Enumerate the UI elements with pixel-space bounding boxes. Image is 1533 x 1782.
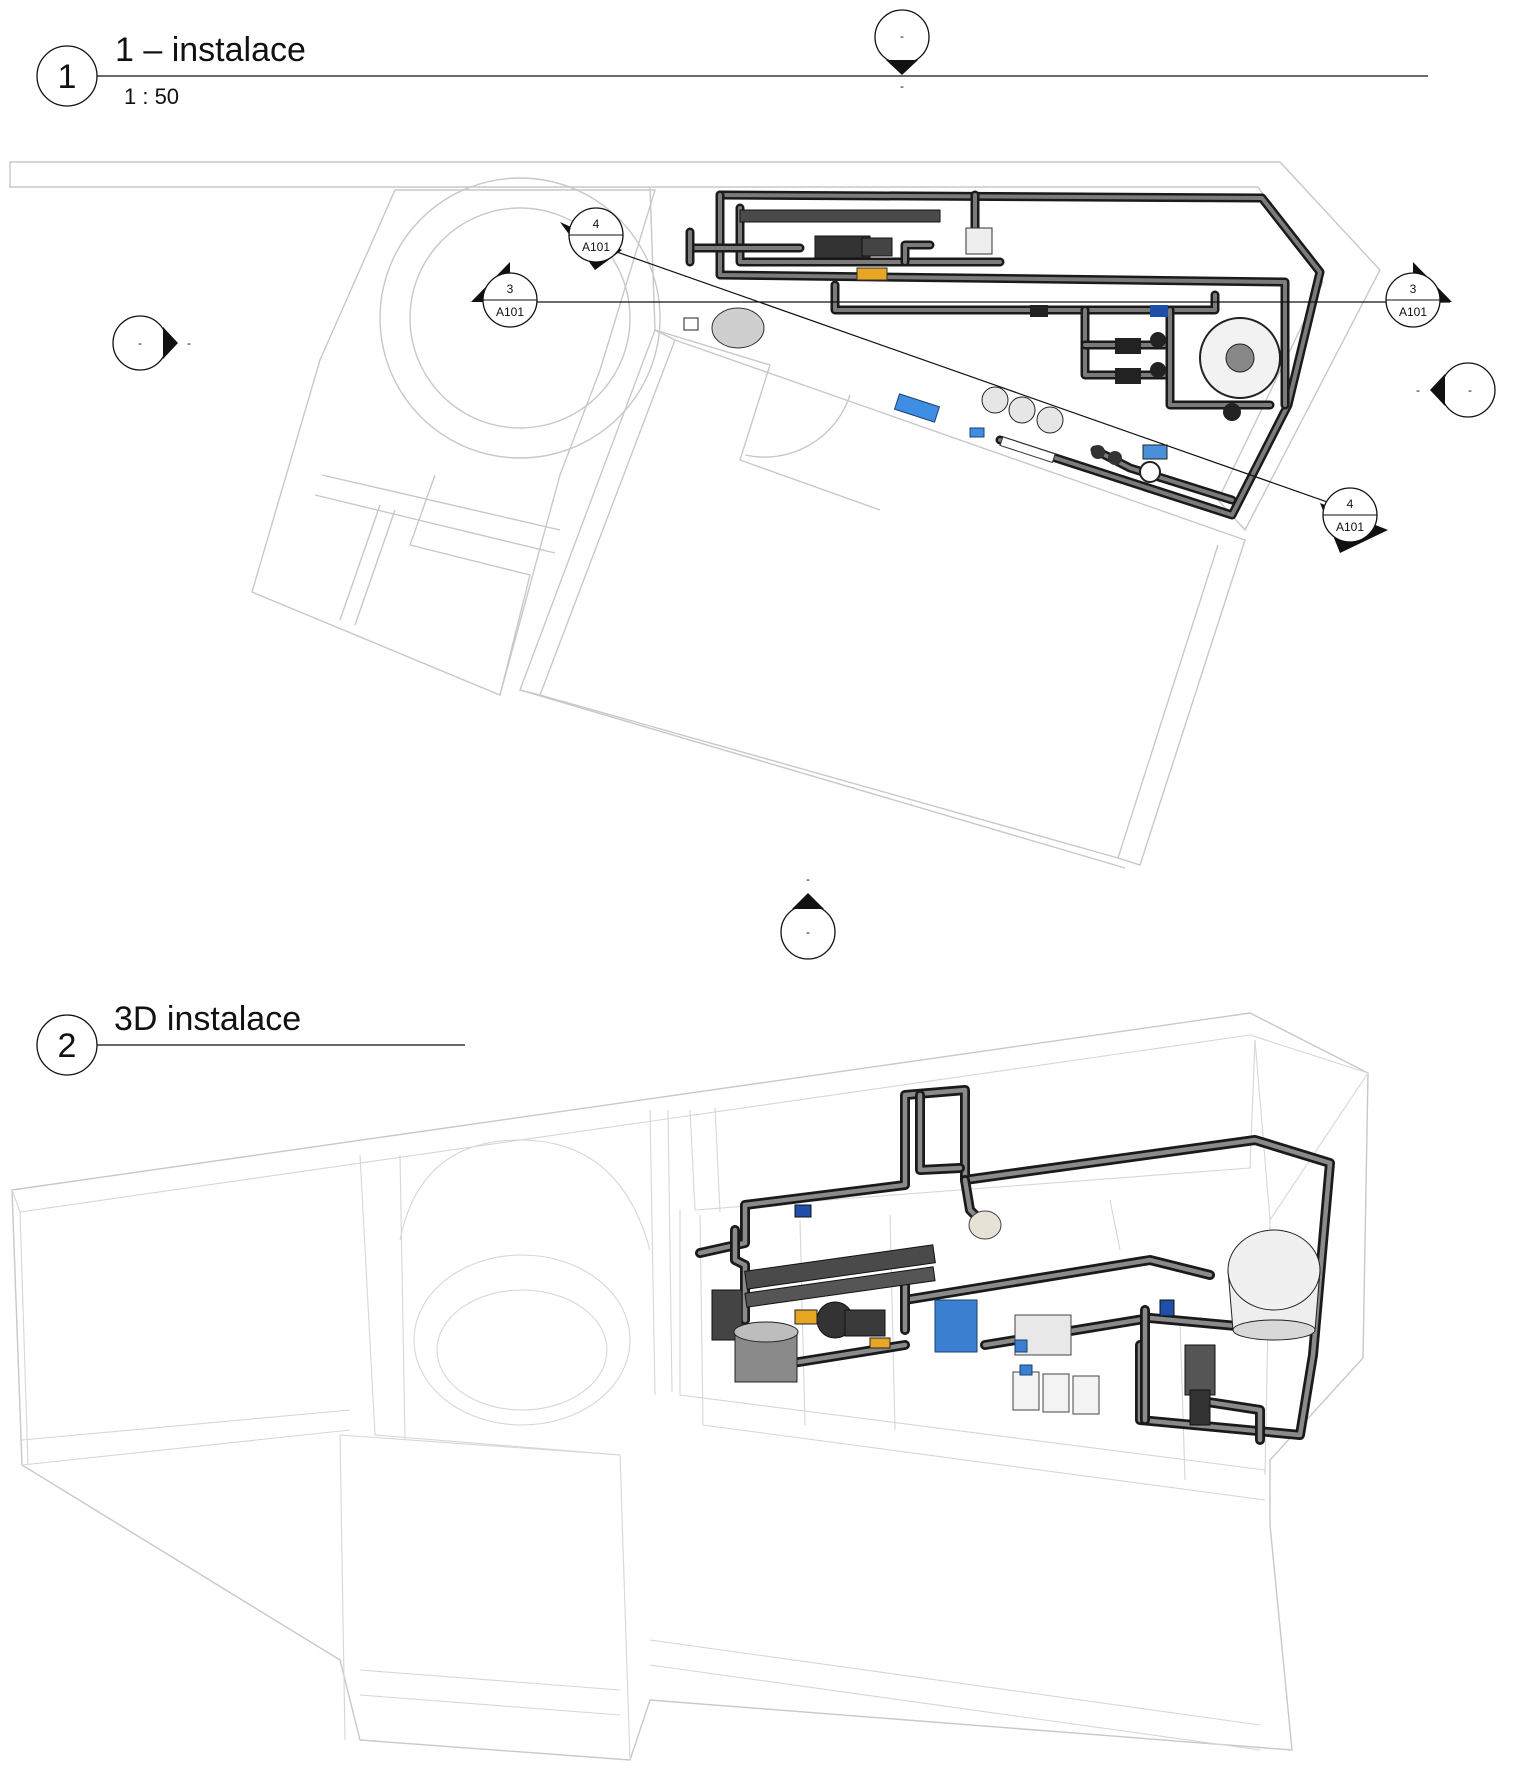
3d-control-box xyxy=(934,1299,978,1353)
section-tag-3-right-sheet: A101 xyxy=(1399,305,1427,319)
3d-walls xyxy=(11,1012,1369,1761)
elevation-mark-top: - - xyxy=(874,9,930,93)
elevation-mark-top-outside: - xyxy=(900,79,904,93)
elevation-mark-left: - - xyxy=(112,315,191,371)
elevation-mark-right-inside: - xyxy=(1468,383,1472,397)
section-tag-4-top-sheet: A101 xyxy=(582,240,610,254)
elevation-mark-bottom-outside: - xyxy=(806,872,810,886)
elevation-mark-right-outside: - xyxy=(1416,383,1420,397)
section-line-4 xyxy=(596,244,1351,511)
elevation-mark-left-outside: - xyxy=(187,336,191,350)
view-2-number: 2 xyxy=(58,1027,77,1065)
section-tag-3-left-number: 3 xyxy=(507,282,514,296)
view-1-header: 1 1 – instalace 1 : 50 xyxy=(36,31,1428,109)
section-tag-4-bottom-number: 4 xyxy=(1347,497,1354,511)
plan-dosing-unit xyxy=(965,227,993,255)
section-tag-3-left-sheet: A101 xyxy=(496,305,524,319)
view-1-scale: 1 : 50 xyxy=(124,84,179,109)
plan-heat-exchanger xyxy=(1090,444,1237,505)
plan-walls xyxy=(9,161,1381,869)
view-2-header: 2 3D instalace xyxy=(36,1000,465,1076)
section-tag-4-top-number: 4 xyxy=(593,217,600,231)
section-tag-4-top: 4 A101 xyxy=(560,207,624,270)
plan-pipework xyxy=(683,190,1325,520)
3d-chemical-tanks xyxy=(1012,1371,1100,1415)
view-2-title: 3D instalace xyxy=(114,1000,301,1038)
elevation-mark-right: - - xyxy=(1416,362,1496,418)
section-tag-3-right: 3 A101 xyxy=(1385,262,1452,328)
3d-pipework xyxy=(695,1085,1335,1445)
section-tag-4-bottom-sheet: A101 xyxy=(1336,520,1364,534)
plan-equipment xyxy=(683,307,1064,464)
plan-sand-filter-head xyxy=(1225,343,1255,373)
elevation-mark-bottom-inside: - xyxy=(806,925,810,939)
view-1-number: 1 xyxy=(58,58,77,96)
section-tag-3-right-number: 3 xyxy=(1410,282,1417,296)
section-tag-3-left: 3 A101 xyxy=(471,262,538,328)
elevation-mark-top-inside: - xyxy=(900,29,904,43)
plan-header-pipe xyxy=(739,209,941,223)
3d-sand-filter xyxy=(1227,1229,1321,1341)
plan-pump-motor xyxy=(861,237,893,257)
elevation-mark-left-inside: - xyxy=(138,336,142,350)
plan-yellow-valve xyxy=(856,267,888,281)
elevation-mark-bottom: - - xyxy=(780,872,836,960)
view-1-title: 1 – instalace xyxy=(115,31,306,69)
section-tag-4-bottom: 4 A101 xyxy=(1320,487,1388,553)
plan-valves xyxy=(1030,305,1241,421)
